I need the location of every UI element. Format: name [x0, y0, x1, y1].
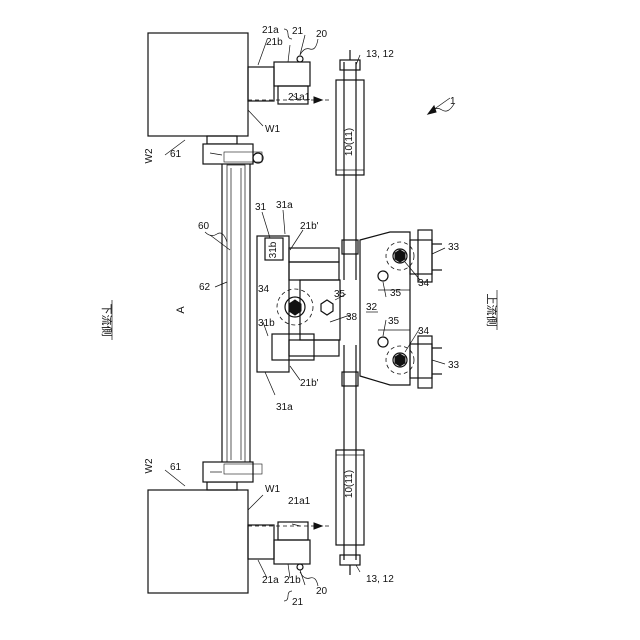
label-34-right-bottom: 34 [418, 326, 430, 337]
bottom-gripper-21 [248, 522, 330, 570]
label-21a-bottom: 21a [262, 575, 279, 586]
label-w1-top: W1 [265, 124, 280, 135]
label-38: 38 [346, 312, 358, 323]
label-13-12-bottom: 13, 12 [366, 574, 394, 585]
label-32: 32 [366, 302, 378, 313]
bottom-wheel-33 [410, 336, 442, 388]
label-21b-prime-bottom: 21b' [300, 378, 319, 389]
label-13-12-top: 13, 12 [366, 49, 394, 60]
label-21b-top: 21b [266, 37, 283, 48]
label-w2-bottom: W2 [144, 458, 155, 473]
bottom-workpiece-w2 [148, 482, 248, 593]
label-21-top: 21 [292, 26, 304, 37]
leader-20-top [300, 39, 318, 55]
label-34-right-top: 34 [418, 278, 430, 289]
label-34-center: 34 [258, 284, 270, 295]
label-31b-bottom: 31b [258, 318, 275, 329]
label-33-top: 33 [448, 242, 460, 253]
label-35-right-bottom: 35 [388, 316, 400, 327]
label-21a-top: 21a [262, 25, 279, 36]
label-31b-top: 31b [268, 241, 279, 258]
label-62: 62 [199, 282, 211, 293]
label-21b-prime-top: 21b' [300, 221, 319, 232]
bottom-rail-assembly [336, 345, 364, 575]
label-10-11-top: 10(11) [344, 128, 355, 156]
label-61-top: 61 [170, 149, 182, 160]
label-31: 31 [255, 202, 267, 213]
label-60: 60 [198, 221, 210, 232]
label-1: 1 [450, 96, 456, 107]
leader-60 [205, 232, 227, 242]
label-20-top: 20 [316, 29, 328, 40]
label-61-bottom: 61 [170, 462, 182, 473]
label-a: A [175, 306, 187, 314]
label-w1-bottom: W1 [265, 484, 280, 495]
label-31a-bottom: 31a [276, 402, 293, 413]
label-35-center: 35 [334, 289, 346, 300]
label-33-bottom: 33 [448, 360, 460, 371]
label-20-bottom: 20 [316, 586, 328, 597]
label-21-bottom: 21 [292, 597, 304, 608]
label-35-right-top: 35 [390, 288, 402, 299]
label-21a1-top: 21a1 [288, 92, 311, 103]
brace-21-bottom [284, 591, 292, 601]
top-workpiece-w2 [148, 33, 248, 144]
label-w2-top: W2 [144, 148, 155, 163]
label-31a-top: 31a [276, 200, 293, 211]
conveyor-60 [203, 144, 263, 482]
label-21b-bottom: 21b [284, 575, 301, 586]
label-21a1-bottom: 21a1 [288, 496, 311, 507]
brace-21-top [284, 29, 292, 39]
label-10-11-bottom: 10(11) [344, 470, 355, 498]
